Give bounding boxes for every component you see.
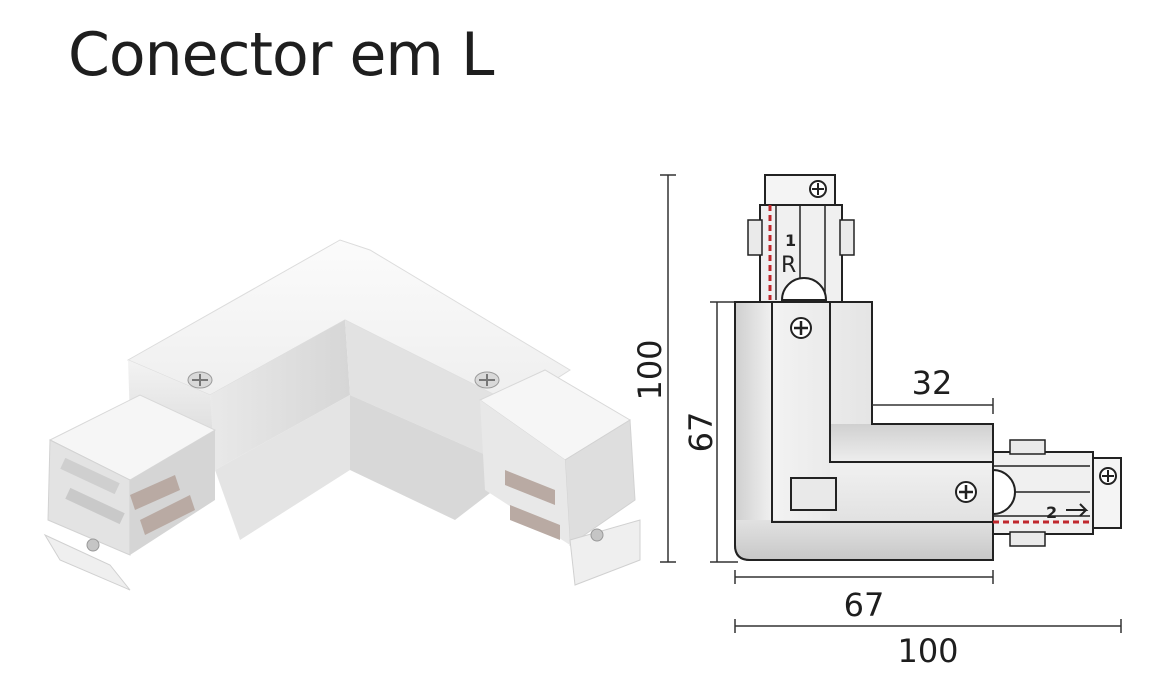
photo-right-adapter-side (480, 400, 570, 545)
l-inner-line (829, 302, 993, 463)
dim-horizontal-body (734, 570, 994, 584)
photo-center-block-right (350, 395, 520, 520)
dim-vertical-body-label: 67 (682, 412, 720, 453)
dim-horizontal-total-label: 100 (897, 632, 958, 670)
dim-vertical-total-label: 100 (631, 339, 669, 400)
dim-vertical-body (710, 301, 738, 563)
dim-horizontal-body-label: 67 (844, 586, 885, 624)
screw-right (955, 481, 977, 503)
photo-left-plate (43, 533, 131, 591)
photo-inner-left (210, 320, 350, 470)
l-inner-outline (771, 302, 993, 523)
l-body-edge (734, 301, 994, 561)
photo-center-block (215, 395, 350, 540)
photo-left-contact (130, 475, 180, 510)
page-title: Conector em L (68, 20, 494, 90)
photo-inner-right (345, 320, 520, 470)
label-box (790, 477, 837, 511)
dim-horizontal-arm (872, 398, 994, 414)
l-body-horizontal-band (735, 424, 993, 560)
dim-horizontal-arm-label: 32 (912, 364, 953, 402)
photo-right-plate (569, 519, 641, 586)
screw-top (790, 317, 812, 339)
photo-screw-right (474, 371, 500, 389)
photo-right-contact (505, 470, 555, 505)
photo-screw-left (187, 371, 213, 389)
top-arrow-number: 1 (785, 231, 796, 250)
letter-r: R (781, 253, 796, 278)
dim-horizontal-total (734, 619, 1122, 633)
dim-vertical-total (660, 174, 676, 563)
right-arrow-number: 2 (1046, 503, 1057, 522)
right-adapter (992, 439, 1122, 547)
top-adapter (747, 174, 855, 306)
